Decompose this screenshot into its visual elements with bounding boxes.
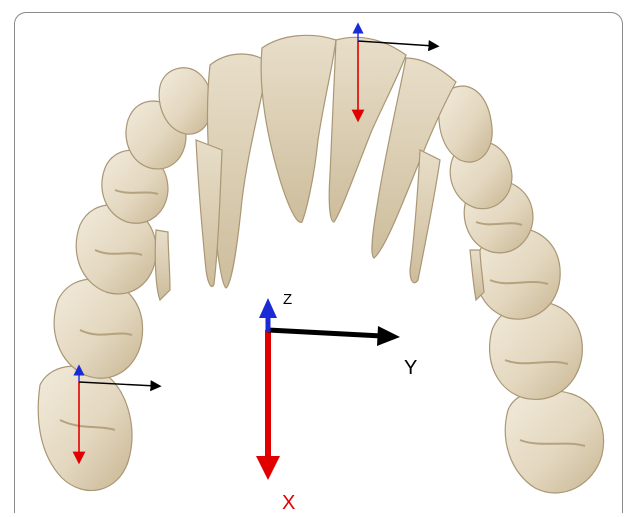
x-axis-label: X — [282, 493, 295, 513]
tooth-left-3rd-molar — [38, 366, 132, 490]
canine-roots — [155, 140, 484, 300]
tooth-left-central-incisor — [261, 35, 336, 222]
z-axis-label: Z — [283, 292, 292, 307]
y-axis-label: Y — [404, 358, 417, 378]
left-molar-row — [38, 68, 212, 491]
global-z-arrowhead — [259, 298, 277, 318]
global-y-arrowhead — [377, 326, 400, 346]
right-molar-row — [439, 86, 604, 493]
global-y-axis — [268, 330, 382, 336]
tooth-left-2nd-molar — [54, 279, 142, 378]
tooth-right-3rd-molar — [505, 390, 603, 493]
global-x-arrowhead — [256, 456, 280, 480]
global-coordinate-frame — [256, 298, 400, 480]
